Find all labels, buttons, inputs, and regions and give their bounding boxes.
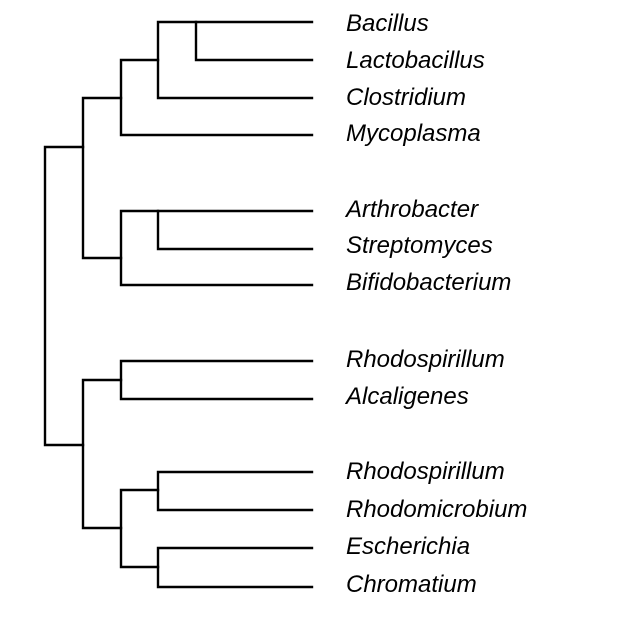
taxon-label-rhodospirillum-2: Rhodospirillum bbox=[346, 458, 505, 485]
taxon-labels: Bacillus Lactobacillus Clostridium Mycop… bbox=[344, 10, 527, 598]
taxon-label-rhodospirillum-1: Rhodospirillum bbox=[346, 346, 505, 373]
group-a-connector bbox=[81, 96, 123, 260]
clade-bacillus-clostridium bbox=[156, 20, 314, 100]
group-c-connector bbox=[119, 488, 160, 569]
clade-escherichia-chromatium bbox=[156, 546, 314, 589]
taxon-label-escherichia: Escherichia bbox=[346, 533, 470, 560]
clade-actino bbox=[119, 209, 314, 287]
taxon-label-alcaligenes: Alcaligenes bbox=[344, 383, 469, 410]
root-connector bbox=[43, 145, 85, 447]
clade-rhodospirillum-rhodomicrobium bbox=[156, 470, 314, 512]
clade-bacillus-mycoplasma bbox=[119, 58, 314, 137]
taxon-label-mycoplasma: Mycoplasma bbox=[346, 120, 481, 147]
taxon-label-bacillus: Bacillus bbox=[346, 10, 429, 37]
clade-rhodospirillum-alcaligenes bbox=[119, 359, 314, 401]
taxon-label-chromatium: Chromatium bbox=[346, 571, 477, 598]
clade-bacillus-lactobacillus bbox=[194, 20, 314, 62]
clade-arthrobacter-streptomyces bbox=[156, 209, 314, 251]
group-b-connector bbox=[81, 378, 123, 530]
taxon-label-streptomyces: Streptomyces bbox=[346, 232, 493, 259]
tree-branches bbox=[43, 20, 314, 589]
taxon-label-clostridium: Clostridium bbox=[346, 84, 466, 111]
taxon-label-lactobacillus: Lactobacillus bbox=[346, 47, 485, 74]
taxon-label-rhodomicrobium: Rhodomicrobium bbox=[346, 496, 527, 523]
taxon-label-bifidobacterium: Bifidobacterium bbox=[346, 269, 511, 296]
taxon-label-arthrobacter: Arthrobacter bbox=[344, 196, 479, 223]
